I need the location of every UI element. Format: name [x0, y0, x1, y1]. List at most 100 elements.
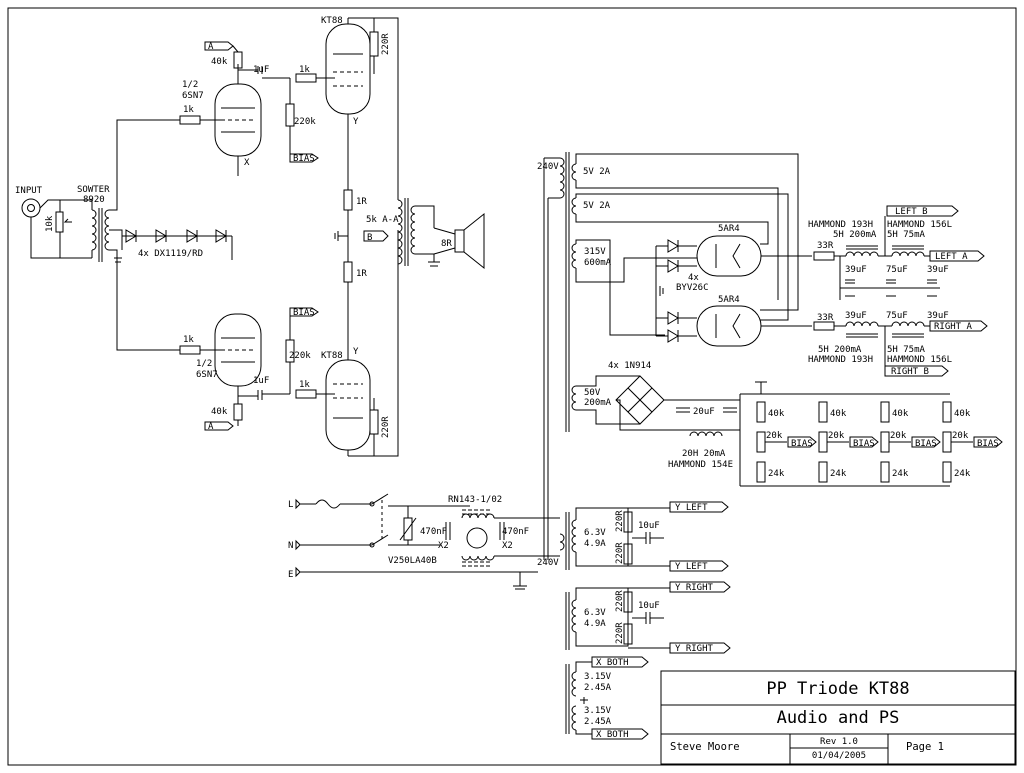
screen-resistor-upper: 220R: [381, 33, 391, 55]
svg-text:1k: 1k: [183, 105, 194, 115]
earth-label: E: [288, 570, 293, 580]
svg-text:1k: 1k: [299, 65, 310, 75]
bias-label-lower: BIAS: [293, 308, 315, 318]
driver-type-lower: 6SN7: [196, 370, 218, 380]
led-string: [125, 229, 227, 243]
svg-text:220R: 220R: [615, 510, 625, 532]
heater-volts-left: 6.3V: [584, 528, 606, 538]
heater-cap-right: 10uF: [638, 601, 660, 611]
mains-filter-label: RN143-1/02: [448, 495, 502, 505]
svg-text:BIAS: BIAS: [853, 439, 875, 449]
grid-resistor-lower: [179, 345, 201, 355]
grid-resistor-upper: [179, 115, 201, 125]
svg-text:220R: 220R: [615, 622, 625, 644]
output-transformer: 5k A-A 8R: [366, 198, 485, 270]
diode-type: BYV26C: [676, 283, 709, 293]
choke1-spec: 5H 200mA: [833, 230, 877, 240]
input-transformer-brand: SOWTER: [77, 185, 110, 195]
rectifier-label-upper: 5AR4: [718, 224, 740, 234]
rectifier-label-lower: 5AR4: [718, 295, 740, 305]
driver-fraction-upper: 1/2: [182, 80, 198, 90]
driver-heater-volts-b: 3.15V: [584, 706, 612, 716]
choke1-brand-lower: HAMMOND 193H: [808, 355, 873, 365]
speaker-icon: [454, 229, 465, 253]
svg-text:39uF: 39uF: [927, 311, 949, 321]
bias-supply: 4x 1N914 20uF 20H 20mA HAMMOND 154E 40k …: [576, 361, 1003, 487]
mains-filter: [461, 509, 495, 567]
bias-cap: 20uF: [693, 407, 715, 417]
choke2-brand: HAMMOND 156L: [887, 220, 952, 230]
bias-resistor-upper: 220k: [294, 117, 316, 127]
svg-text:BIAS: BIAS: [791, 439, 813, 449]
svg-text:20k: 20k: [890, 431, 907, 441]
input-transformer-model: 8920: [83, 195, 105, 205]
hv-volts: 315V: [584, 247, 606, 257]
heater-current-right: 4.9A: [584, 619, 606, 629]
y-left-upper: Y LEFT: [675, 503, 708, 513]
right-a-label: RIGHT A: [934, 322, 973, 332]
rectifier-lower: 5AR4: [655, 295, 812, 347]
svg-text:1k: 1k: [183, 335, 194, 345]
heater-y-lower: Y: [353, 347, 359, 357]
title-text: PP Triode KT88: [766, 679, 909, 699]
driver-heater-current-a: 2.45A: [584, 683, 612, 693]
bias-choke-spec: 20H 20mA: [682, 449, 726, 459]
choke2-spec-lower: 5H 75mA: [887, 345, 926, 355]
driver-heater-current-b: 2.45A: [584, 717, 612, 727]
svg-text:24k: 24k: [892, 469, 909, 479]
heater-x-upper: X: [244, 158, 250, 168]
author-text: Steve Moore: [670, 741, 740, 753]
y-left-lower: Y LEFT: [675, 562, 708, 572]
choke1-spec-lower: 5H 200mA: [818, 345, 862, 355]
y-right-lower: Y RIGHT: [675, 644, 714, 654]
input-label: INPUT: [15, 186, 43, 196]
pot-value: 10k: [45, 215, 55, 232]
output-tube-upper: KT88 220R Y 1R: [321, 16, 399, 211]
cathode-resistor-lower: 1R: [356, 269, 367, 279]
x-both-lower: X BOTH: [596, 730, 629, 740]
heater-volts-right: 6.3V: [584, 608, 606, 618]
coupling-cap-upper: 1uF: [253, 65, 269, 75]
svg-text:39uF: 39uF: [845, 265, 867, 275]
bias-current: 200mA: [584, 398, 612, 408]
svg-text:24k: 24k: [954, 469, 971, 479]
heater-cap-left: 10uF: [638, 521, 660, 531]
choke1-brand: HAMMOND 193H: [808, 220, 873, 230]
neutral-label: N: [288, 541, 293, 551]
svg-text:40k: 40k: [954, 409, 971, 419]
primary-voltage: 240V: [537, 162, 559, 172]
svg-text:40k: 40k: [768, 409, 785, 419]
bias-resistor-lower: 220k: [289, 351, 311, 361]
speaker-impedance: 8R: [441, 239, 452, 249]
driver-type-upper: 6SN7: [182, 91, 204, 101]
mains-secondary: 240V: [537, 558, 559, 568]
bias-divider-1: 40k 20k BIAS 24k: [756, 401, 817, 483]
cathode-junction: B: [334, 210, 389, 262]
screen-resistor-lower: 220R: [381, 416, 391, 438]
plate-resistor-upper: 40k: [211, 57, 228, 67]
cathode-resistor-upper: 1R: [356, 197, 367, 207]
bias-divider-3: 40k 20k BIAS 24k: [880, 401, 941, 483]
date-text: 01/04/2005: [812, 751, 866, 761]
svg-text:20k: 20k: [828, 431, 845, 441]
left-a-label: LEFT A: [935, 252, 968, 262]
input-jack: [21, 198, 41, 218]
heater-supply-right: 6.3V 4.9A 220R 220R 10uF Y RIGHT Y RIGHT: [565, 581, 731, 654]
title-block: PP Triode KT88 Audio and PS Steve Moore …: [660, 670, 1016, 765]
svg-text:1k: 1k: [299, 380, 310, 390]
svg-text:BIAS: BIAS: [977, 439, 999, 449]
heater-supply-left: 6.3V 4.9A 220R 220R 10uF Y LEFT Y LEFT: [565, 501, 729, 572]
x-cap-right: 470nF: [502, 527, 529, 537]
hv-filter: HAMMOND 193H 5H 200mA HAMMOND 156L 5H 75…: [808, 205, 988, 377]
winding-5v-b: 5V 2A: [583, 201, 611, 211]
subtitle-text: Audio and PS: [777, 708, 900, 728]
ot-label: 5k A-A: [366, 215, 399, 225]
input-stage: INPUT 10k SOWTER 8920 4x DX1119/RD: [15, 119, 233, 351]
svg-text:20k: 20k: [766, 431, 783, 441]
bias-diodes: 4x 1N914: [608, 361, 651, 371]
svg-text:220R: 220R: [615, 590, 625, 612]
driver-heater-volts-a: 3.15V: [584, 672, 612, 682]
svg-text:39uF: 39uF: [927, 265, 949, 275]
driver-fraction-lower: 1/2: [196, 359, 212, 369]
